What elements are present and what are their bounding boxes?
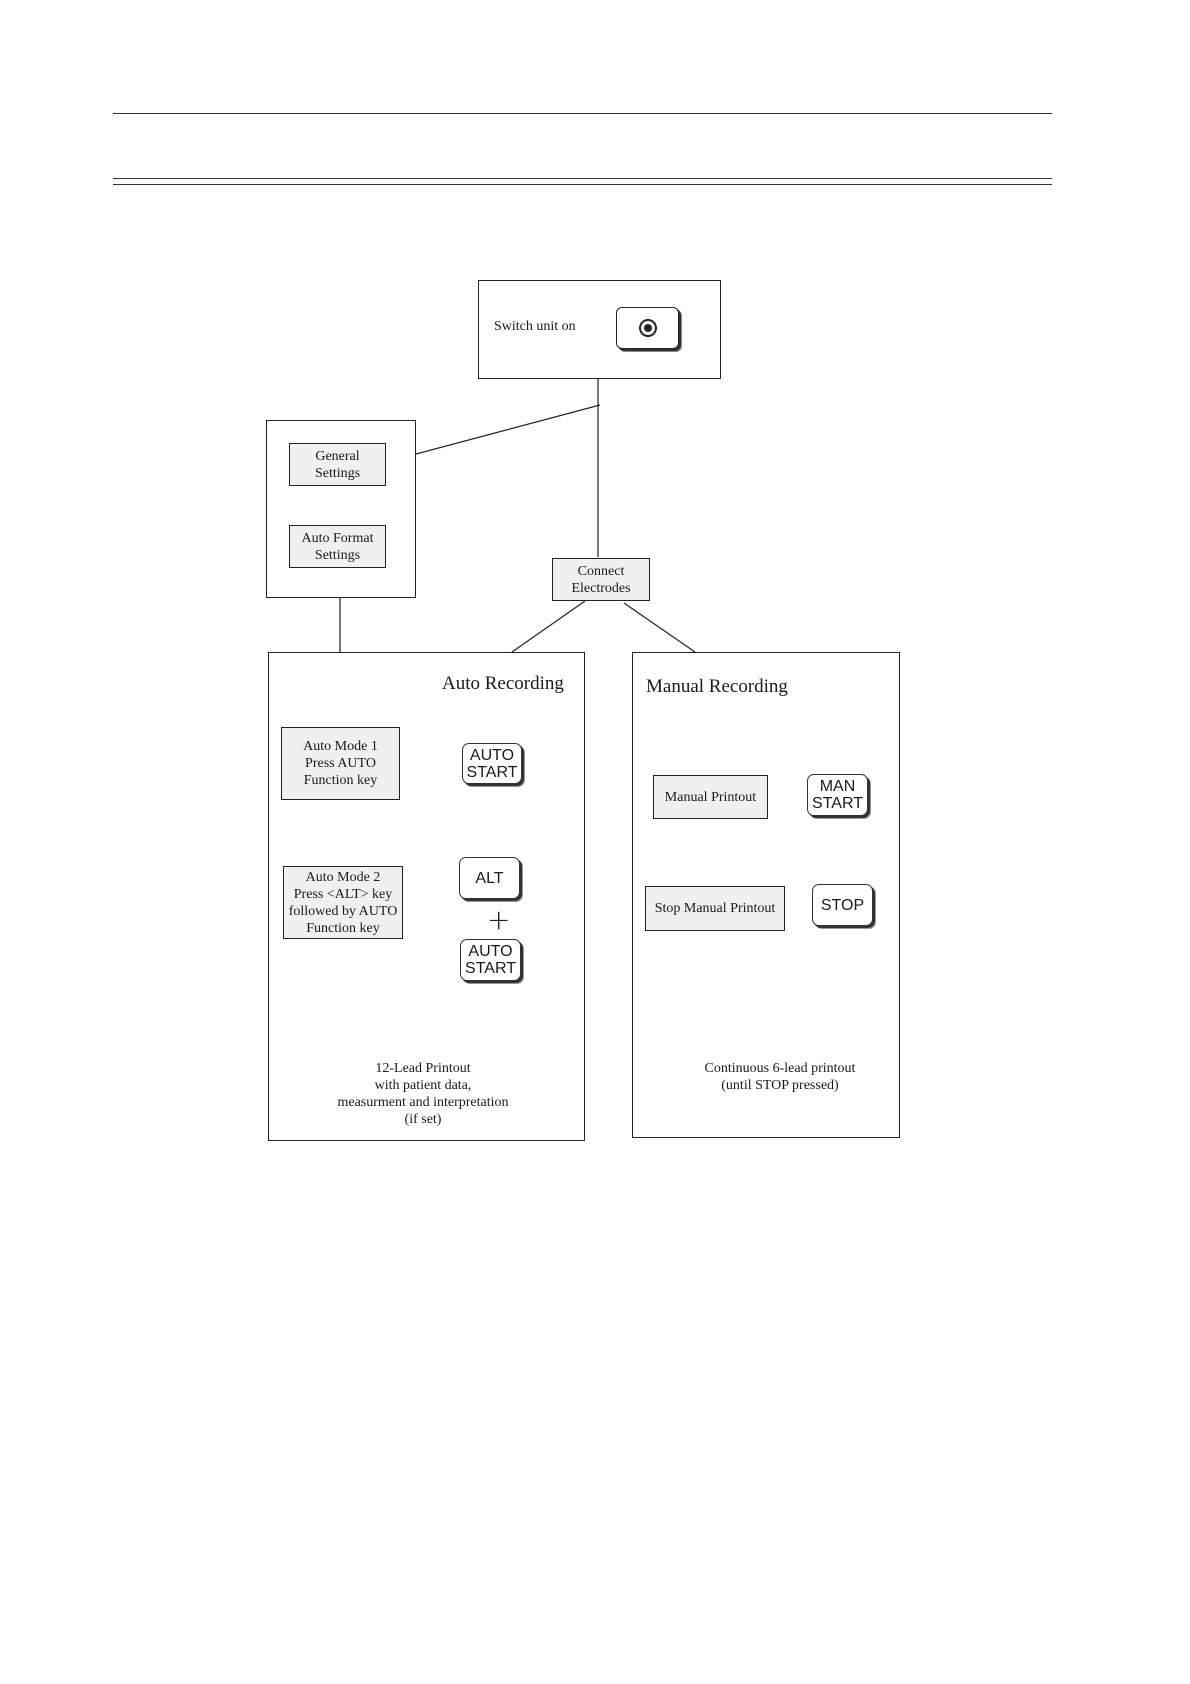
- power-icon: [638, 319, 657, 337]
- auto-format-settings-box: Auto Format Settings: [289, 525, 386, 568]
- alt-key[interactable]: ALT: [459, 857, 520, 899]
- auto-recording-result: 12-Lead Printout with patient data, meas…: [337, 1061, 509, 1127]
- switch-unit-on-label: Switch unit on: [494, 319, 576, 334]
- connector-electrodes-to-manual: [623, 602, 696, 653]
- manual-printout-box: Manual Printout: [653, 775, 768, 819]
- auto-start-key-2[interactable]: AUTO START: [460, 939, 521, 981]
- auto-recording-title: Auto Recording: [442, 673, 564, 694]
- auto-mode-1-box: Auto Mode 1 Press AUTO Function key: [281, 727, 400, 800]
- plus-sign: +: [487, 903, 511, 936]
- manual-recording-title: Manual Recording: [646, 676, 788, 697]
- header-rule-double-2: [113, 184, 1052, 185]
- header-rule-top: [113, 113, 1052, 114]
- connect-electrodes-box: Connect Electrodes: [552, 558, 650, 601]
- general-settings-box: General Settings: [289, 443, 386, 486]
- stop-key[interactable]: STOP: [812, 884, 873, 926]
- header-rule-double-1: [113, 178, 1052, 179]
- auto-mode-2-box: Auto Mode 2 Press <ALT> key followed by …: [283, 866, 403, 939]
- connector-electrodes-to-auto: [511, 600, 586, 653]
- manual-recording-result: Continuous 6-lead printout (until STOP p…: [704, 1061, 856, 1093]
- switch-unit-on-box: [478, 280, 721, 379]
- auto-start-key[interactable]: AUTO START: [462, 743, 522, 784]
- stop-manual-printout-box: Stop Manual Printout: [645, 886, 785, 931]
- power-button[interactable]: [616, 307, 679, 349]
- man-start-key[interactable]: MAN START: [807, 774, 868, 816]
- connector-to-general-settings: [385, 404, 601, 463]
